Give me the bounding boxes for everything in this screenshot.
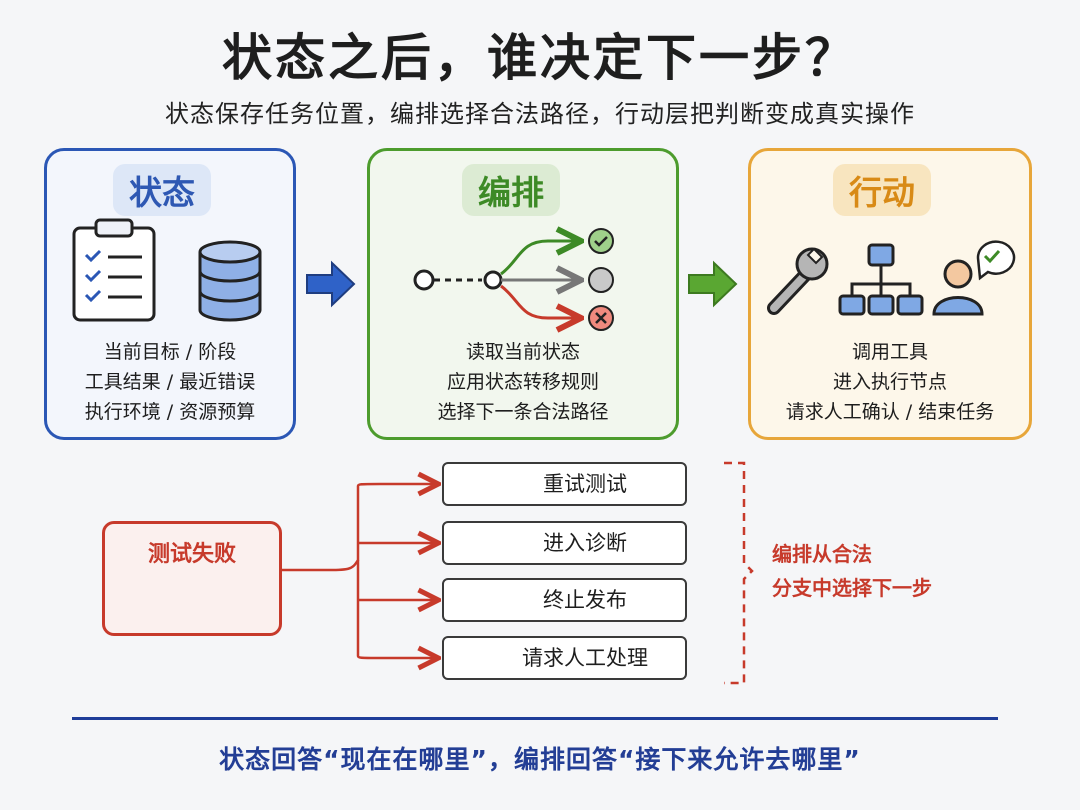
workflow-nodes-icon (838, 243, 924, 316)
state-panel-title: 状态 (113, 164, 211, 216)
option-request-human (442, 636, 687, 680)
flow-arrow-blue (306, 260, 356, 308)
clipboard-icon (72, 218, 156, 322)
wrench-icon (767, 247, 829, 315)
orchestration-panel-title: 编排 (462, 164, 560, 216)
test-failure-box (102, 521, 282, 636)
state-line: 工具结果 / 最近错误 (84, 371, 256, 393)
flow-arrow-green (688, 260, 738, 308)
option-label: 重试测试 (543, 472, 627, 496)
database-icon (198, 240, 262, 322)
footer-divider (72, 717, 998, 720)
branch-diagram (413, 229, 614, 330)
action-panel-lines: 调用工具 进入执行节点 请求人工确认 / 结束任务 (748, 337, 1032, 427)
orchestration-panel-lines: 读取当前状态 应用状态转移规则 选择下一条合法路径 (367, 337, 679, 427)
option-enter-diagnosis (442, 521, 687, 565)
branch-note: 编排从合法 分支中选择下一步 (772, 537, 932, 605)
action-panel-title: 行动 (833, 164, 931, 216)
action-line: 进入执行节点 (832, 371, 947, 393)
option-label: 进入诊断 (543, 531, 627, 555)
test-failure-label: 测试失败 (147, 542, 236, 567)
branch-note-line: 编排从合法 (772, 542, 872, 566)
state-line: 当前目标 / 阶段 (103, 341, 237, 363)
page-subtitle: 状态保存任务位置，编排选择合法路径，行动层把判断变成真实操作 (165, 100, 915, 128)
options-bracket (724, 461, 754, 685)
action-line: 调用工具 (851, 341, 928, 363)
option-label: 请求人工处理 (522, 646, 648, 670)
option-retry-test (442, 462, 687, 506)
branch-note-line: 分支中选择下一步 (772, 576, 932, 600)
option-label: 终止发布 (543, 588, 627, 612)
failure-branch-arrows (282, 484, 436, 658)
footer-caption: 状态回答“现在在哪里”，编排回答“接下来允许去哪里” (219, 745, 861, 774)
page-title: 状态之后，谁决定下一步？ (222, 29, 858, 87)
state-panel-lines: 当前目标 / 阶段 工具结果 / 最近错误 执行环境 / 资源预算 (44, 337, 296, 427)
state-line: 执行环境 / 资源预算 (84, 401, 256, 423)
orchestration-line: 选择下一条合法路径 (437, 401, 609, 423)
person-approval-icon (932, 240, 1016, 316)
orchestration-line: 应用状态转移规则 (446, 371, 599, 393)
action-line: 请求人工确认 / 结束任务 (785, 401, 995, 423)
option-abort-release (442, 578, 687, 622)
orchestration-line: 读取当前状态 (465, 341, 580, 363)
